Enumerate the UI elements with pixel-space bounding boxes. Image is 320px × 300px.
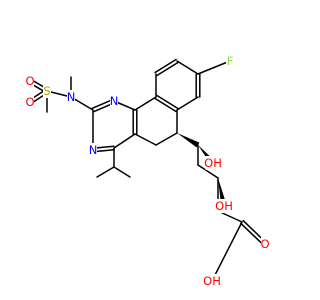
label-background bbox=[226, 54, 234, 68]
wedge-bond-c6 bbox=[177, 133, 200, 148]
pyrimidine-nitrogen-upper-label: N bbox=[110, 94, 119, 108]
pyrimidine-nitrogen-lower-label: N bbox=[89, 143, 98, 157]
label-background bbox=[205, 156, 221, 170]
single-bond bbox=[211, 221, 243, 282]
sulfonyl-oxygen-lower-label: O bbox=[25, 95, 34, 109]
beta-hydroxyl-label: OH bbox=[215, 199, 233, 213]
single-bond bbox=[134, 133, 157, 146]
double-bond-line bbox=[156, 61, 179, 77]
label-background bbox=[204, 274, 220, 288]
label-background bbox=[261, 237, 269, 251]
single-bond bbox=[113, 133, 136, 149]
label-background bbox=[26, 74, 34, 88]
single-bond bbox=[197, 164, 219, 179]
label-background bbox=[26, 95, 34, 109]
single-bond bbox=[134, 96, 157, 111]
label-background bbox=[67, 90, 75, 104]
sulfur-label: S bbox=[43, 84, 50, 98]
single-bond bbox=[96, 166, 115, 178]
label-background bbox=[89, 143, 97, 157]
single-bond bbox=[155, 132, 178, 146]
carbonyl-oxygen-label: O bbox=[260, 237, 269, 251]
molecule-structure: S O O N N N F OH OH O OH bbox=[25, 54, 270, 288]
double-bond-line bbox=[156, 94, 179, 110]
fluorine-label: F bbox=[227, 54, 234, 68]
single-bond bbox=[197, 60, 231, 75]
single-bond bbox=[176, 96, 199, 111]
double-bond-line bbox=[154, 58, 177, 74]
double-bond-line bbox=[240, 222, 265, 247]
label-background bbox=[43, 84, 51, 98]
bond-lines bbox=[28, 58, 267, 282]
double-bond-line bbox=[154, 97, 177, 113]
sulfonamide-nitrogen-label: N bbox=[67, 90, 76, 104]
atom-labels: S O O N N N F OH OH O OH bbox=[25, 54, 270, 288]
label-background bbox=[216, 199, 232, 213]
acid-hydroxyl-label: OH bbox=[203, 274, 221, 288]
label-background bbox=[110, 94, 118, 108]
single-bond bbox=[176, 60, 199, 75]
benzylic-hydroxyl-label: OH bbox=[204, 156, 222, 170]
double-bond-line bbox=[91, 98, 115, 110]
single-bond bbox=[113, 166, 131, 178]
sulfonyl-oxygen-upper-label: O bbox=[25, 74, 34, 88]
